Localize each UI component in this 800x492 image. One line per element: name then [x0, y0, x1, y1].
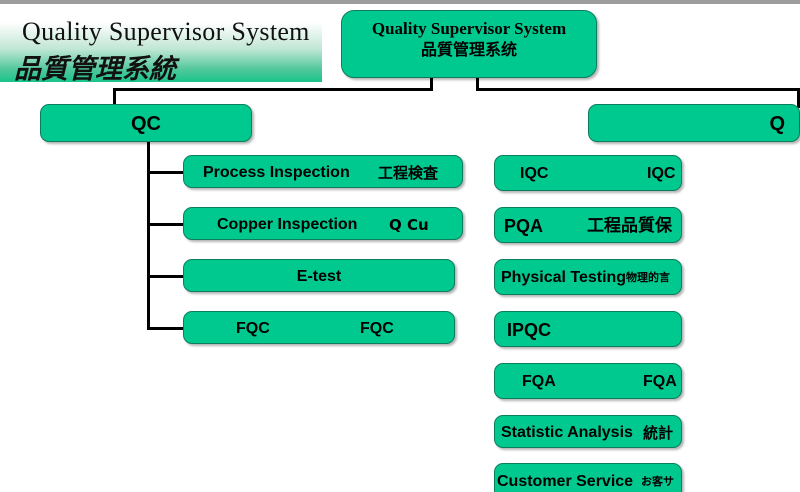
node-pqa[interactable]: PQA 工程品質保: [494, 207, 682, 243]
node-iqc[interactable]: IQC IQC: [494, 155, 682, 191]
node-pqa-en: PQA: [504, 216, 544, 236]
right-branch-drop: [797, 88, 800, 108]
node-customer-service-cn: お客サ: [641, 475, 674, 488]
node-qc[interactable]: QC: [40, 104, 252, 142]
left-branch-drop: [113, 88, 116, 108]
node-iqc-en: IQC: [520, 165, 549, 182]
node-iqc-cn: IQC: [647, 165, 676, 182]
node-physical-testing-en: Physical Testing: [501, 269, 627, 286]
qc-trunk-line: [147, 142, 150, 330]
node-fqc-cn: FQC: [360, 320, 394, 337]
node-process-inspection[interactable]: Process Inspection 工程検査: [183, 155, 463, 188]
node-fqc-en: FQC: [236, 320, 270, 337]
node-fqa-cn: FQA: [643, 373, 677, 390]
qc-stub-3: [147, 275, 185, 278]
root-to-left-branch-line: [113, 88, 433, 91]
node-ipqc[interactable]: IPQC: [494, 311, 682, 347]
node-statistic-analysis-cn: 統計: [643, 424, 674, 442]
node-statistic-analysis[interactable]: Statistic Analysis 統計: [494, 415, 682, 448]
node-fqa-en: FQA: [522, 373, 556, 390]
node-fqa[interactable]: FQA FQA: [494, 363, 682, 399]
node-physical-testing-cn: 物理的言: [626, 271, 670, 284]
node-pqa-cn: 工程品質保: [587, 216, 672, 236]
node-statistic-analysis-en: Statistic Analysis: [501, 424, 633, 441]
node-e-test-en: E-test: [296, 268, 342, 285]
root-title-en: Quality Supervisor System: [371, 19, 567, 38]
node-customer-service-en: Customer Service: [497, 473, 634, 490]
node-copper-inspection[interactable]: Copper Inspection Q Cu: [183, 207, 463, 240]
node-qa-label: Q: [769, 113, 785, 135]
banner-title-en: Quality Supervisor System: [22, 17, 310, 46]
root-to-right-branch-line: [476, 88, 800, 91]
root-left-stub: [430, 78, 433, 90]
root-node[interactable]: Quality Supervisor System 品質管理系统: [341, 10, 597, 78]
node-qa[interactable]: Q: [588, 104, 800, 142]
qc-stub-4: [147, 327, 185, 330]
qc-stub-2: [147, 223, 185, 226]
top-divider: [0, 0, 800, 4]
qc-stub-1: [147, 171, 185, 174]
title-banner: Quality Supervisor System 品質管理系統: [0, 14, 322, 85]
node-copper-inspection-en: Copper Inspection: [217, 216, 358, 233]
node-customer-service[interactable]: Customer Service お客サ: [494, 463, 682, 492]
node-process-inspection-en: Process Inspection: [203, 164, 350, 181]
banner-title-cn: 品質管理系統: [14, 54, 176, 85]
root-title-cn: 品質管理系统: [420, 40, 517, 59]
node-copper-inspection-cn: Q Cu: [389, 216, 429, 234]
node-qc-label: QC: [131, 113, 161, 135]
root-right-stub: [476, 78, 479, 90]
node-physical-testing[interactable]: Physical Testing 物理的言: [494, 259, 682, 295]
node-fqc[interactable]: FQC FQC: [183, 311, 455, 344]
node-e-test[interactable]: E-test: [183, 259, 455, 292]
node-ipqc-en: IPQC: [507, 320, 552, 340]
node-process-inspection-cn: 工程検査: [378, 164, 439, 182]
